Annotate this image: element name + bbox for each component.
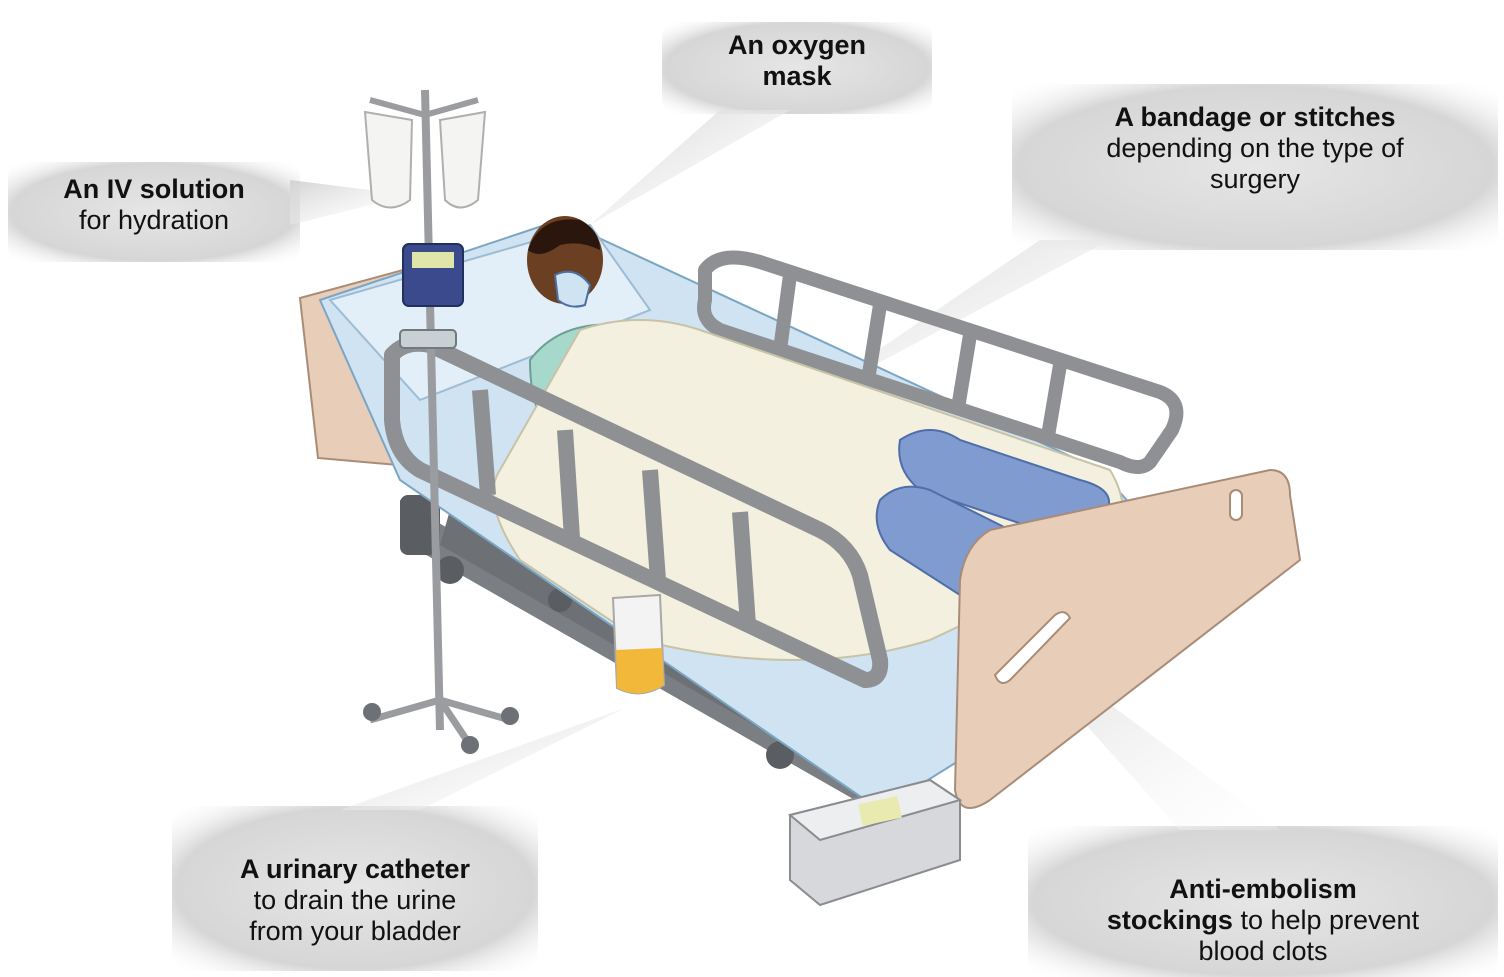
catheter-callout-pointer xyxy=(340,708,625,810)
oxygen-callout-title-line2: mask xyxy=(662,61,932,92)
iv-bag-right xyxy=(440,112,485,208)
bandage-callout-text-line1: depending on the type of xyxy=(1012,133,1498,164)
catheter-callout-title: A urinary catheter xyxy=(172,854,538,885)
bandage-callout: A bandage or stitches depending on the t… xyxy=(1012,102,1498,195)
iv-pump-screen xyxy=(412,252,454,268)
bandage-callout-text-line2: surgery xyxy=(1012,164,1498,195)
oxygen-callout-title: An oxygen xyxy=(662,30,932,61)
stockings-callout-text-line2: blood clots xyxy=(1028,936,1498,967)
catheter-callout-text-line2: from your bladder xyxy=(172,916,538,947)
stockings-callout-line2: stockings to help prevent xyxy=(1028,905,1498,936)
compression-pump xyxy=(790,780,960,905)
stockings-callout-title: Anti-embolism xyxy=(1028,874,1498,905)
iv-callout-title: An IV solution xyxy=(8,174,300,205)
bandage-callout-title: A bandage or stitches xyxy=(1012,102,1498,133)
iv-callout-text: for hydration xyxy=(8,205,300,236)
catheter-callout-text-line1: to drain the urine xyxy=(172,885,538,916)
iv-solution-callout: An IV solution for hydration xyxy=(8,174,300,236)
stockings-callout-title-word2: stockings xyxy=(1107,905,1233,935)
iv-pump-controller xyxy=(400,330,456,348)
iv-bag-left xyxy=(365,112,412,208)
footboard-handle xyxy=(1230,490,1242,520)
oxygen-callout-pointer xyxy=(590,110,790,225)
oxygen-mask-callout: An oxygen mask xyxy=(662,30,932,92)
stockings-callout-text-line1: to help prevent xyxy=(1233,905,1419,935)
anti-embolism-callout: Anti-embolism stockings to help prevent … xyxy=(1028,874,1498,967)
urinary-catheter-callout: A urinary catheter to drain the urine fr… xyxy=(172,854,538,947)
urine-level xyxy=(616,648,664,693)
